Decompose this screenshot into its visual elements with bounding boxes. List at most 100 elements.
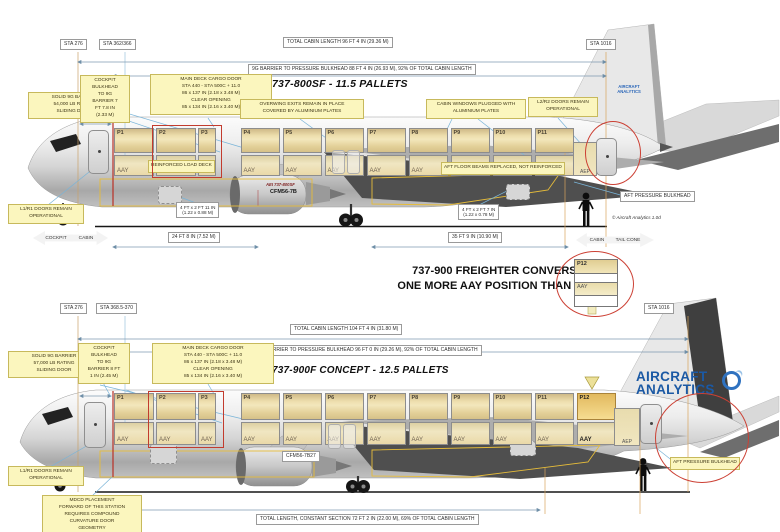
container-slot: AAY [240,422,280,445]
title-737-900f: 737-900F CONCEPT - 12.5 PALLETS [272,365,449,376]
credit-line: © Aircraft Analytics 1.0d [612,215,661,220]
pallet-slot: P3 [198,128,216,153]
position-label: P9 [453,130,461,136]
logo-line2: ANALYTICS [636,381,715,397]
pallet-slot: P4 [240,393,280,420]
position-label: P6 [327,395,335,401]
position-label: P10 [495,395,506,401]
container-label: AAY [117,168,129,174]
sta-label-top-right: STA 1016 [586,39,616,50]
belly-cargo-door-aft-800 [506,184,530,200]
position-label: P5 [285,130,293,136]
note-cabin-windows: CABIN WINDOWS PLUGGED WITH ALUMINIUM PLA… [426,99,526,119]
tail-section-highlight-900 [655,393,749,483]
cargo-door-highlight-900 [148,391,224,448]
position-label: P8 [411,395,419,401]
sta-label-top-left: STA 276 [60,39,87,50]
cockpit-arrow-label: COCKPIT [45,235,67,241]
position-label: P10 [495,130,506,136]
container-label: AAY [495,437,508,443]
forward-door-900 [84,402,106,448]
container-label: AAY [243,168,256,174]
human-figure-top [578,192,594,226]
sta-label-bottom-left: STA 276 [60,303,87,314]
note-cockpit-bulkhead-800: COCKPIT BULKHEAD TO 9G BARRIER 7 FT 7.8 … [80,75,130,123]
container-label: AAY [537,437,550,443]
pallet-slot: P2 [156,393,196,420]
container-slot: AAY [282,422,322,445]
belly-cargo-door-fwd-800 [158,186,182,204]
container-label: AAY [285,437,298,443]
dim-total-length-900: TOTAL LENGTH, CONSTANT SECTION 72 FT 2 I… [256,514,479,525]
note-l1r1-doors-800: L1/R1 DOORS REMAIN OPERATIONAL [8,204,84,224]
position-label: P5 [285,395,293,401]
note-l1r1-doors-900: L1/R1 DOORS REMAIN OPERATIONAL [8,466,84,486]
aep-cell-900: AEP [614,408,640,446]
p12-panel-highlight [556,251,634,317]
cabin-arrow-label: CABIN [589,237,605,243]
position-label: P7 [369,395,377,401]
pallet-slot: P1 [114,128,154,153]
position-label: P6 [327,130,335,136]
position-label: P3 [201,130,208,136]
container-slot: AAY [576,422,616,445]
note-overwing-exits: OVERWING EXITS REMAIN IN PLACE COVERED B… [240,99,364,119]
note-aft-floor-beams: AFT FLOOR BEAMS REPLACED, NOT REINFORCED [441,162,565,175]
engine-label-aei: AEI 737-800SF [266,182,295,187]
tail-logo-line2: ANALYTICS [617,89,641,95]
container-slot: AAY [282,155,322,176]
pallet-slot: P3 [198,393,216,420]
container-label: AAY [453,437,466,443]
cargo-door-highlight-800 [152,125,222,178]
container-label: AAY [159,437,171,443]
missing-p12-highlight-800 [585,121,641,185]
container-label: AAY [243,437,256,443]
position-label: P9 [453,395,461,401]
container-label: AAY [411,168,424,174]
dim-total-cabin-900: TOTAL CABIN LENGTH 104 FT 4 IN (31.80 M) [290,324,403,335]
logo-swirl-icon [722,371,741,390]
position-label: P1 [117,395,124,401]
overwing-exit-plug [328,424,341,449]
pallet-positions-row-900: P1AAYP2AAYP3AAYP4AAYP5AAYP6AAYP7AAYP8AAY… [114,393,619,445]
container-label: AAY [579,437,592,443]
overwing-exit-plug [332,150,345,174]
note-main-deck-cargo-door-900: MAIN DECK CARGO DOOR STA 440 - STA 500C … [152,343,274,384]
pallet-slot: P1 [114,393,154,420]
position-label: P4 [243,395,251,401]
forward-door-800 [88,130,109,174]
pallet-slot: P8 [408,393,448,420]
position-label: P2 [159,395,166,401]
human-figure-bottom [635,458,651,491]
pallet-slot: P10 [492,128,532,153]
position-label: P2 [159,130,166,136]
overwing-exit-plug [347,150,360,174]
pallet-slot: P11 [534,393,574,420]
container-slot: AAY [240,155,280,176]
container-slot: AAY [408,422,448,445]
note-cockpit-bulkhead-900: COCKPIT BULKHEAD TO 9G BARRIER 8 FT 1 IN… [78,343,130,384]
container-slot: AAY [492,422,532,445]
pallet-slot: P10 [492,393,532,420]
position-label: P12 [579,395,590,401]
pallet-slot: P5 [282,393,322,420]
pallet-slot: P11 [534,128,574,153]
position-label: P7 [369,130,377,136]
container-label: AAY [369,168,382,174]
pallet-slot: P7 [366,393,406,420]
logo-line1: AIRCRAFT [636,369,708,384]
pallet-slot: P12 [576,393,616,420]
container-label: AAY [201,437,213,443]
